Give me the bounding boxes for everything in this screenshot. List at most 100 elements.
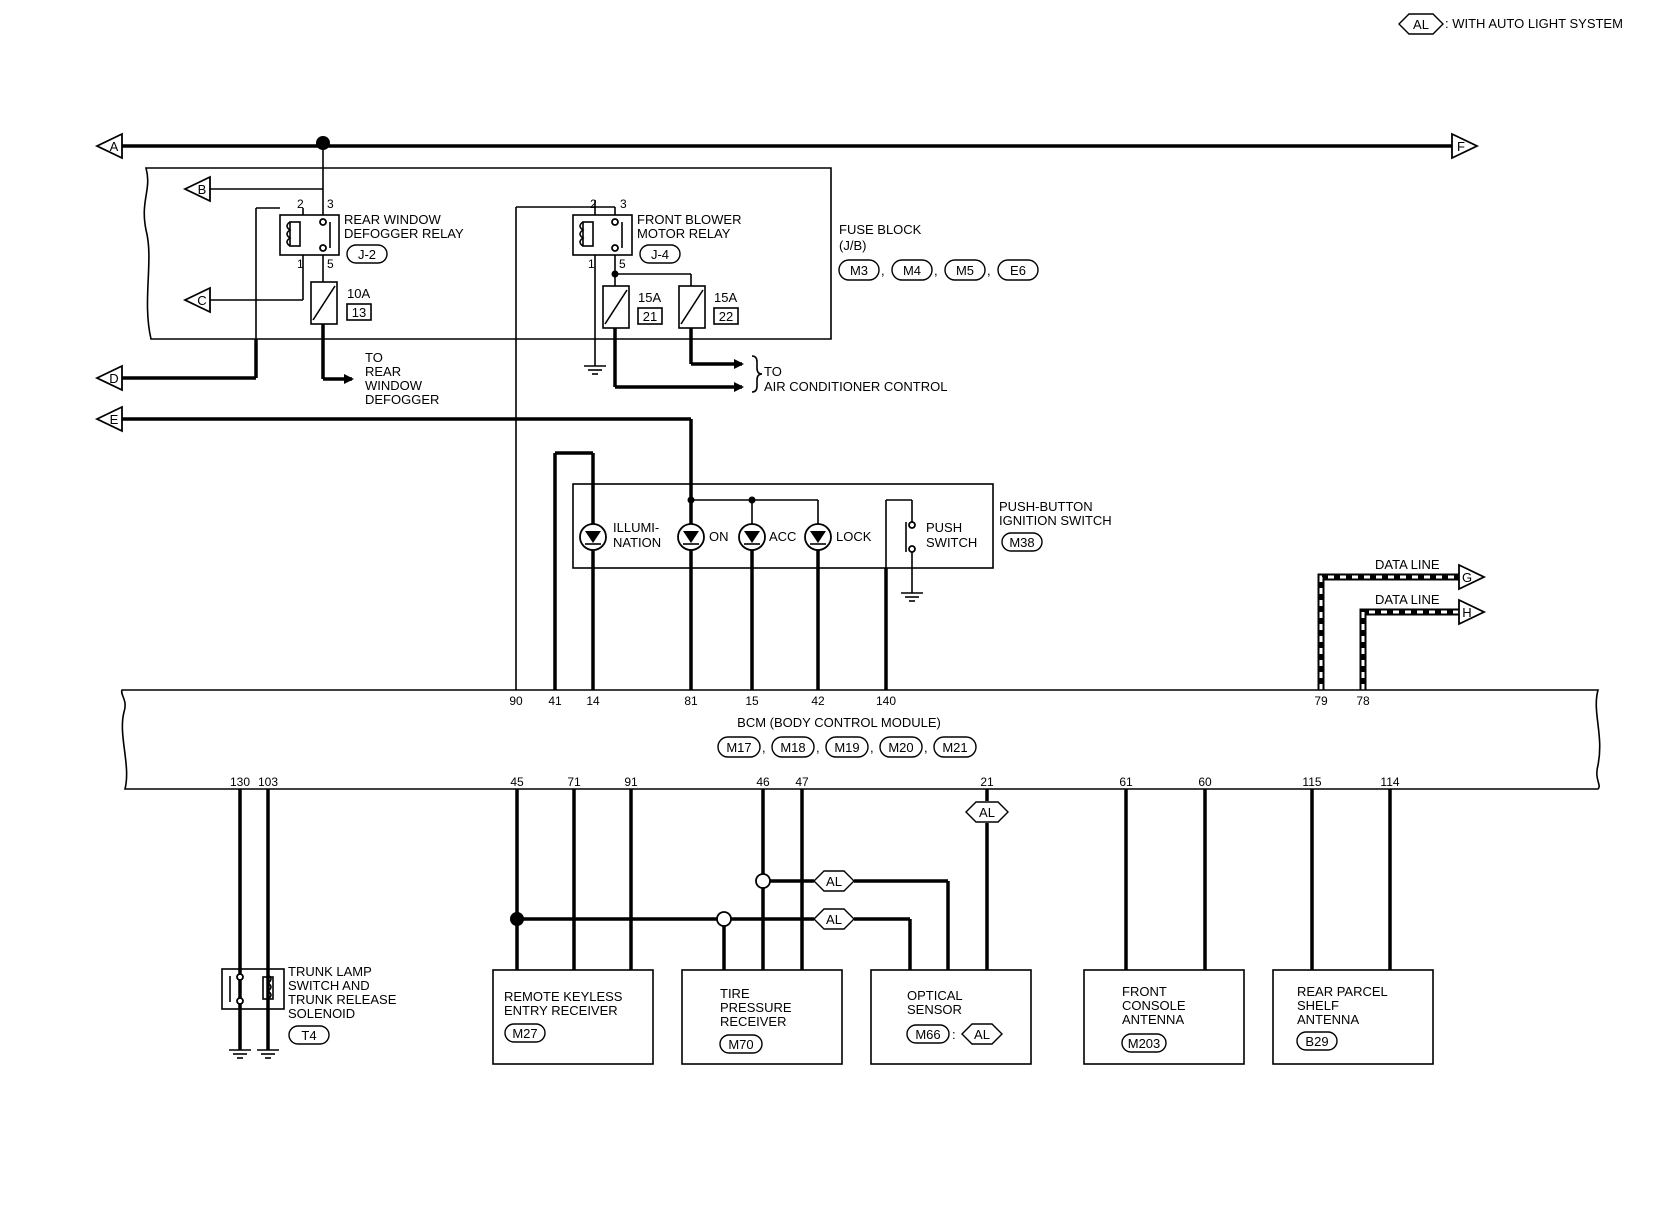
rear-antenna-code: B29 <box>1305 1034 1328 1049</box>
main-bus <box>122 136 1452 150</box>
ignition-switch-code: M38 <box>1009 535 1034 550</box>
svg-text:ENTRY RECEIVER: ENTRY RECEIVER <box>504 1003 618 1018</box>
data-line-g: DATA LINE G <box>1317 557 1487 690</box>
al-legend-tag-text: AL <box>1413 17 1429 32</box>
connector-e: E <box>94 405 123 433</box>
svg-text:,: , <box>881 263 885 278</box>
svg-text:15: 15 <box>745 694 759 708</box>
al-tag-optical: AL <box>965 801 1009 823</box>
svg-text:41: 41 <box>548 694 562 708</box>
front-relay-label-2: MOTOR RELAY <box>637 226 731 241</box>
bcm-title: BCM (BODY CONTROL MODULE) <box>737 715 941 730</box>
connector-c: C <box>182 286 211 314</box>
svg-text:ON: ON <box>709 529 729 544</box>
trunk-code: T4 <box>301 1028 316 1043</box>
al-tag-wire-2: AL <box>813 908 855 930</box>
svg-text:14: 14 <box>586 694 600 708</box>
connector-f: F <box>1451 132 1480 160</box>
svg-text:ANTENNA: ANTENNA <box>1122 1012 1184 1027</box>
svg-text:M17: M17 <box>726 740 751 755</box>
svg-text:M18: M18 <box>780 740 805 755</box>
svg-text:21: 21 <box>980 775 994 789</box>
lock-indicator: LOCK <box>804 500 872 551</box>
svg-text:90: 90 <box>509 694 523 708</box>
svg-text:91: 91 <box>624 775 638 789</box>
svg-text:61: 61 <box>1119 775 1133 789</box>
acc-indicator: ACC <box>738 500 796 551</box>
svg-text:H: H <box>1462 605 1471 620</box>
rear-window-defogger-relay: 2 3 1 5 REAR WINDOW DEFOGGER RELAY J-2 <box>279 146 464 282</box>
svg-text:M21: M21 <box>942 740 967 755</box>
svg-text:D: D <box>109 371 118 386</box>
svg-text:ANTENNA: ANTENNA <box>1297 1012 1359 1027</box>
svg-text:3: 3 <box>327 197 334 211</box>
svg-text:21: 21 <box>643 309 657 324</box>
svg-text:PUSH: PUSH <box>926 520 962 535</box>
svg-text:1: 1 <box>297 257 304 271</box>
svg-text:,: , <box>924 740 928 755</box>
svg-text:DEFOGGER: DEFOGGER <box>365 392 439 407</box>
svg-text:SOLENOID: SOLENOID <box>288 1006 355 1021</box>
svg-text:114: 114 <box>1380 775 1399 789</box>
svg-text:,: , <box>934 263 938 278</box>
svg-text:PUSH-BUTTON: PUSH-BUTTON <box>999 499 1093 514</box>
svg-text:103: 103 <box>258 775 278 789</box>
front-blower-motor-relay: 2 3 1 5 FRONT BLOWER MOTOR RELAY J-4 <box>515 197 742 690</box>
connector-d: D <box>94 364 123 392</box>
connector-m4: M4 <box>903 263 921 278</box>
svg-text:5: 5 <box>327 257 334 271</box>
svg-text:81: 81 <box>684 694 698 708</box>
svg-text:M20: M20 <box>888 740 913 755</box>
on-indicator: ON <box>677 523 729 551</box>
connector-b: B <box>182 175 323 203</box>
svg-text:F: F <box>1457 139 1465 154</box>
connector-m5: M5 <box>956 263 974 278</box>
svg-text:45: 45 <box>510 775 524 789</box>
tire-code: M70 <box>728 1037 753 1052</box>
fuse-15a-21: 15A 21 <box>602 285 663 329</box>
svg-text:,: , <box>762 740 766 755</box>
svg-text:NATION: NATION <box>613 535 661 550</box>
svg-text:SENSOR: SENSOR <box>907 1002 962 1017</box>
svg-text:AL: AL <box>979 805 995 820</box>
svg-text:ILLUMI-: ILLUMI- <box>613 520 659 535</box>
svg-text:AIR CONDITIONER CONTROL: AIR CONDITIONER CONTROL <box>764 379 947 394</box>
rear-relay-label-2: DEFOGGER RELAY <box>344 226 464 241</box>
svg-text:22: 22 <box>719 309 733 324</box>
to-defogger-label: TO REAR WINDOW DEFOGGER <box>365 350 439 407</box>
svg-text:140: 140 <box>876 694 896 708</box>
svg-text:SWITCH AND: SWITCH AND <box>288 978 370 993</box>
svg-text:2: 2 <box>297 197 304 211</box>
svg-text:,: , <box>987 263 991 278</box>
svg-text:C: C <box>197 293 206 308</box>
fuse-block-title: FUSE BLOCK <box>839 222 922 237</box>
ground-symbol <box>901 592 923 602</box>
svg-text:79: 79 <box>1314 694 1328 708</box>
svg-text:1: 1 <box>588 257 595 271</box>
ground-symbol <box>229 1049 279 1059</box>
svg-text:G: G <box>1462 570 1472 585</box>
svg-text::: : <box>952 1027 956 1042</box>
svg-text:IGNITION SWITCH: IGNITION SWITCH <box>999 513 1112 528</box>
rear-relay-label-1: REAR WINDOW <box>344 212 442 227</box>
svg-text:,: , <box>870 740 874 755</box>
svg-text:A: A <box>110 139 119 154</box>
svg-text:E: E <box>110 412 119 427</box>
svg-text:ACC: ACC <box>769 529 796 544</box>
svg-text:TO: TO <box>365 350 383 365</box>
svg-text:,: , <box>816 740 820 755</box>
tire-pressure-receiver: TIRE PRESSURE RECEIVER M70 <box>681 969 843 1065</box>
front-antenna-code: M203 <box>1128 1036 1161 1051</box>
rear-relay-code: J-2 <box>358 247 376 262</box>
svg-text:2: 2 <box>590 197 597 211</box>
svg-text:TRUNK RELEASE: TRUNK RELEASE <box>288 992 397 1007</box>
connector-e6: E6 <box>1010 263 1026 278</box>
svg-text:TO: TO <box>764 364 782 379</box>
svg-text:B: B <box>198 182 207 197</box>
trunk-lamp-switch-solenoid: TRUNK LAMP SWITCH AND TRUNK RELEASE SOLE… <box>221 964 397 1045</box>
svg-text:13: 13 <box>352 305 366 320</box>
front-relay-code: J-4 <box>651 247 669 262</box>
optical-sensor: OPTICAL SENSOR M66 : AL <box>870 969 1032 1065</box>
al-tag-wire-1: AL <box>813 870 855 892</box>
svg-text:REAR: REAR <box>365 364 401 379</box>
